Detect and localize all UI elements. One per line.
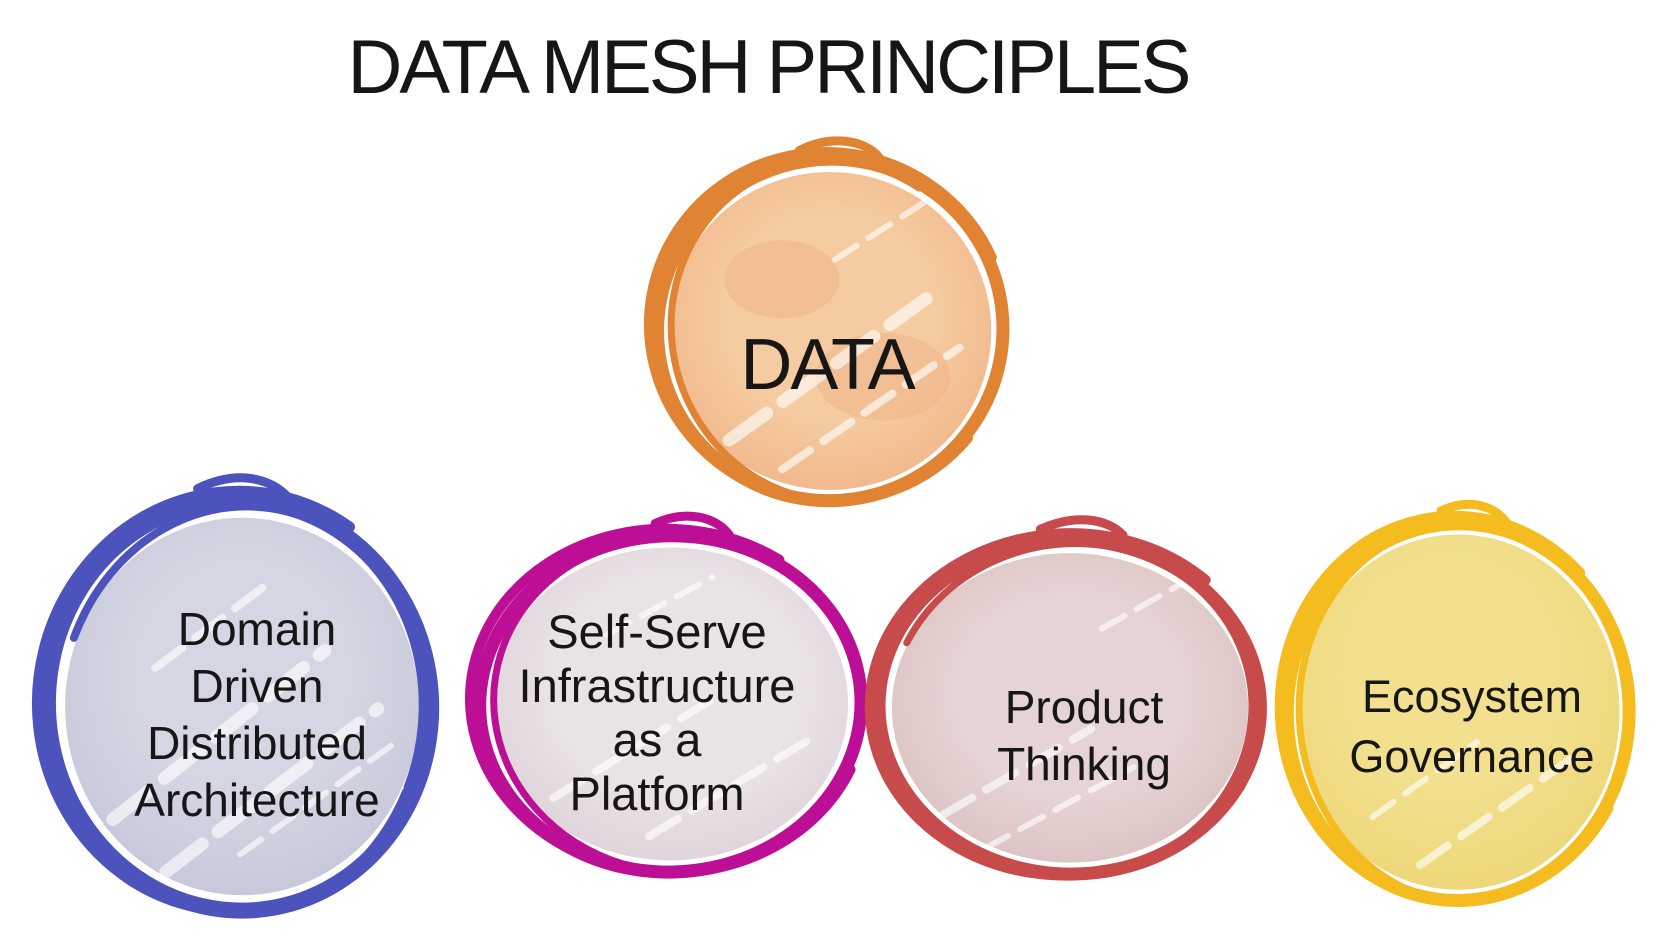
label-line: Thinking	[997, 738, 1171, 790]
label-line: Driven	[190, 660, 324, 712]
scribble-circle-graphic	[28, 470, 452, 936]
bubble-product: Product Thinking	[858, 514, 1282, 896]
bubble-ecosystem: Ecosystem Governance	[1268, 496, 1648, 924]
label-line: Domain	[177, 603, 337, 655]
label-line: Governance	[1349, 731, 1595, 782]
scribble-circle-graphic	[458, 510, 882, 894]
label-line: Ecosystem	[1361, 671, 1583, 722]
page-title: DATA MESH PRINCIPLES	[347, 25, 1192, 110]
scribble-circle-graphic	[1268, 496, 1648, 924]
bubble-data-label: DATA	[635, 170, 1019, 560]
bubble-domain: Domain Driven Distributed Architecture	[28, 470, 452, 936]
bubble-selfserve: Self-Serve Infrastructure as a Platform	[458, 510, 882, 894]
bubble-data: DATA	[638, 133, 1022, 523]
bubble-selfserve-label: Self-Serve Infrastructure as a Platform	[445, 521, 869, 905]
label-line: Architecture	[134, 774, 380, 826]
scribble-circle-graphic	[858, 514, 1282, 896]
label-line: Platform	[569, 767, 745, 820]
label-line: Product	[1004, 681, 1164, 733]
label-line: Self-Serve	[547, 605, 767, 658]
label-line: Distributed	[147, 717, 367, 769]
label-line: Infrastructure	[518, 659, 796, 712]
scribble-circle-graphic	[638, 133, 1022, 523]
label-line: DATA	[740, 325, 915, 405]
bubble-ecosystem-label: Ecosystem Governance	[1282, 513, 1662, 941]
label-line: as a	[612, 713, 702, 766]
bubble-domain-label: Domain Driven Distributed Architecture	[45, 482, 469, 948]
bubble-product-label: Product Thinking	[872, 545, 1296, 927]
